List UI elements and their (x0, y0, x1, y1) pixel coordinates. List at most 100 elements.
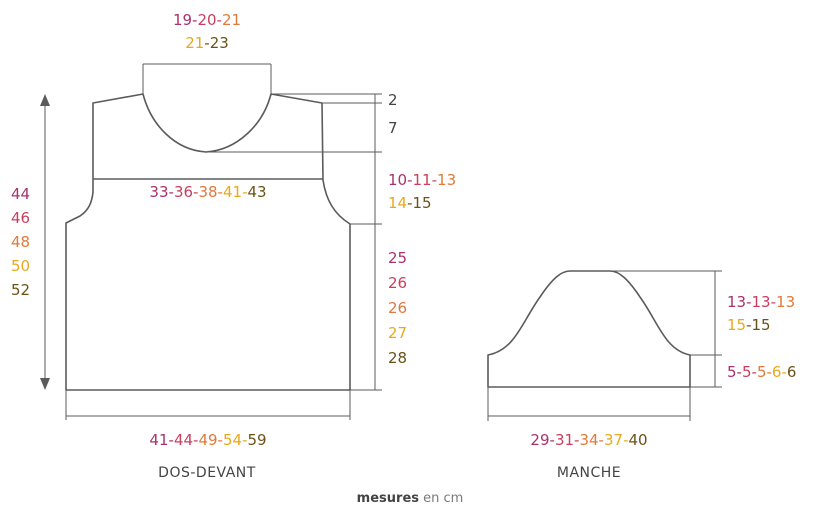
neck-width-dimension (142, 63, 272, 96)
label-segment: - (574, 431, 579, 449)
length-value: 48 (11, 233, 30, 251)
units-caption: mesures en cm (357, 491, 464, 506)
body-outline (65, 93, 351, 391)
label-segment: 10 (388, 171, 407, 189)
label-segment: 34 (579, 431, 598, 449)
label-segment: 21 (185, 34, 204, 52)
label-segment: 15 (727, 316, 746, 334)
label-segment: 23 (210, 34, 229, 52)
label-segment: - (169, 431, 174, 449)
label-segment: - (204, 34, 209, 52)
cap-height-label-1: 13-13-13 (727, 293, 795, 311)
body-width-dimension (65, 390, 351, 420)
sleeve-piece (487, 270, 722, 421)
label-segment: - (550, 431, 555, 449)
label-segment: - (766, 363, 771, 381)
label-segment: 54 (223, 431, 242, 449)
side-length-value: 26 (388, 274, 407, 292)
label-segment: 13 (752, 293, 771, 311)
label-segment: 49 (198, 431, 217, 449)
neck-width-label-2: 21-23 (185, 34, 229, 52)
label-segment: 6 (787, 363, 797, 381)
label-segment: - (193, 431, 198, 449)
units-bold: mesures (357, 491, 420, 506)
label-segment: - (752, 363, 757, 381)
label-segment: 13 (776, 293, 795, 311)
label-segment: - (432, 171, 437, 189)
label-segment: 40 (628, 431, 647, 449)
label-segment: 15 (752, 316, 771, 334)
arrow-up-icon (40, 94, 50, 106)
body-piece (65, 93, 351, 391)
label-segment: 13 (437, 171, 456, 189)
sleeve-outline (487, 270, 691, 388)
label-segment: - (623, 431, 628, 449)
label-segment: - (737, 363, 742, 381)
side-length-value: 28 (388, 349, 407, 367)
label-segment: - (746, 316, 751, 334)
label-segment: 19 (173, 11, 192, 29)
label-segment: 21 (222, 11, 241, 29)
label-segment: - (407, 171, 412, 189)
label-segment: - (217, 11, 222, 29)
label-segment: 14 (388, 194, 407, 212)
label-segment: - (407, 194, 412, 212)
label-segment: 43 (247, 183, 266, 201)
armhole-label-1: 10-11-13 (388, 171, 456, 189)
cap-height-label-2: 15-15 (727, 316, 771, 334)
label-segment: 20 (197, 11, 216, 29)
length-value: 44 (11, 185, 30, 203)
neck-depth-label: 7 (388, 119, 398, 137)
label-segment: 7 (388, 119, 398, 137)
neck-width-label-1: 19-20-21 (173, 11, 241, 29)
sleeve-band-label: 5-5-5-6-6 (727, 363, 796, 381)
label-segment: - (781, 363, 786, 381)
side-length-value: 25 (388, 249, 407, 267)
label-segment: 41 (149, 431, 168, 449)
label-segment: 59 (247, 431, 266, 449)
label-segment: 11 (413, 171, 432, 189)
label-segment: - (242, 183, 247, 201)
label-segment: 33 (149, 183, 168, 201)
body-caption: DOS-DEVANT (158, 465, 256, 481)
label-segment: - (599, 431, 604, 449)
sleeve-width-label: 29-31-34-37-40 (530, 431, 647, 449)
label-segment: 38 (198, 183, 217, 201)
side-length-value: 27 (388, 324, 407, 342)
label-segment: - (169, 183, 174, 201)
label-segment: - (218, 431, 223, 449)
shoulder-drop-label: 2 (388, 91, 398, 109)
length-arrow (40, 94, 50, 390)
units-rest: en cm (419, 491, 463, 506)
body-right-dimensions (206, 93, 382, 391)
length-value: 46 (11, 209, 30, 227)
length-value: 50 (11, 257, 30, 275)
body-width-label: 41-44-49-54-59 (149, 431, 266, 449)
label-segment: 31 (555, 431, 574, 449)
label-segment: 6 (772, 363, 782, 381)
armhole-label-2: 14-15 (388, 194, 432, 212)
label-segment: 2 (388, 91, 398, 109)
arrow-down-icon (40, 378, 50, 390)
sleeve-caption: MANCHE (557, 465, 621, 481)
label-segment: - (193, 183, 198, 201)
label-segment: - (771, 293, 776, 311)
length-value: 52 (11, 281, 30, 299)
label-segment: - (242, 431, 247, 449)
label-segment: 36 (174, 183, 193, 201)
label-segment: 5 (727, 363, 737, 381)
label-segment: 41 (223, 183, 242, 201)
label-segment: 15 (413, 194, 432, 212)
label-segment: 29 (530, 431, 549, 449)
chest-label: 33-36-38-41-43 (149, 183, 266, 201)
label-segment: 13 (727, 293, 746, 311)
label-segment: - (192, 11, 197, 29)
length-labels: 44 46 48 50 52 (11, 185, 30, 299)
label-segment: 37 (604, 431, 623, 449)
label-segment: 5 (757, 363, 767, 381)
side-labels: 25 26 26 27 28 (388, 249, 407, 367)
label-segment: - (746, 293, 751, 311)
label-segment: 44 (174, 431, 193, 449)
side-length-value: 26 (388, 299, 407, 317)
